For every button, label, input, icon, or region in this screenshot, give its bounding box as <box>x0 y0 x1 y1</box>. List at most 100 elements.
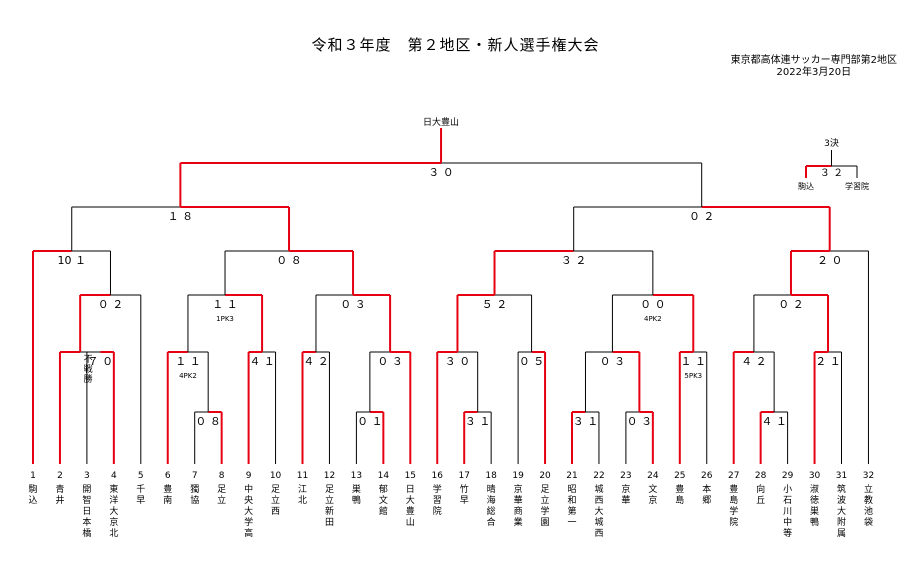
team-name: 波 <box>837 494 846 506</box>
team-name: 日 <box>406 484 415 495</box>
team-number-21: 21 <box>566 471 577 481</box>
team-name: 筑 <box>837 483 846 495</box>
team-number-9: 9 <box>246 471 252 481</box>
match-score-r1a: 戦 <box>84 363 93 375</box>
team-name: 華 <box>621 494 630 506</box>
team-name: 袋 <box>864 516 873 528</box>
team-number-13: 13 <box>351 471 362 481</box>
match-score-r1c: ４ １ <box>249 355 275 368</box>
match-score-p5: ３ １ <box>573 415 599 428</box>
team-name: 豊 <box>675 483 684 495</box>
team-name: 足 <box>271 484 280 495</box>
team-name: 華 <box>514 494 523 506</box>
team-name: 東 <box>109 483 118 495</box>
team-name: 中 <box>783 516 792 528</box>
team-name: 本 <box>702 483 711 495</box>
pk-note-r2b: 1PK3 <box>216 315 234 323</box>
team-name: 池 <box>864 505 873 517</box>
match-score-r2f: ０ ２ <box>778 298 804 311</box>
team-name: 鴨 <box>352 494 361 506</box>
team-name: 文 <box>379 494 388 506</box>
team-name: 西 <box>271 506 280 517</box>
team-name: 立 <box>325 494 334 506</box>
team-name: 園 <box>541 517 550 528</box>
team-name: 込 <box>28 495 37 506</box>
team-name: 学 <box>541 505 550 517</box>
team-name: 央 <box>244 494 253 506</box>
team-name: 智 <box>82 494 91 506</box>
match-score-r2d: ５ ２ <box>482 298 508 311</box>
organizer-info: 東京都高体連サッカー専門部第2地区 2022年3月20日 <box>731 55 897 79</box>
team-number-22: 22 <box>593 471 604 481</box>
match-score-sf2: ０ ２ <box>689 210 715 223</box>
team-name: 井 <box>55 494 64 506</box>
champion-name: 日大豊山 <box>423 116 459 128</box>
team-name: 昭 <box>567 484 576 495</box>
team-name: 洋 <box>109 494 118 506</box>
team-number-30: 30 <box>809 471 821 481</box>
team-name: 豊 <box>163 483 172 495</box>
team-name: 早 <box>460 495 469 506</box>
team-number-28: 28 <box>755 471 767 481</box>
team-name: 京 <box>648 494 657 506</box>
team-name: 鴨 <box>810 516 819 528</box>
team-number-27: 27 <box>728 471 739 481</box>
team-number-32: 32 <box>863 471 874 481</box>
match-score-r1d: ４ ２ <box>303 355 329 368</box>
team-name: 大 <box>837 505 846 517</box>
team-name: 川 <box>783 507 792 517</box>
team-number-8: 8 <box>219 471 225 481</box>
team-name: 習 <box>433 495 442 506</box>
team-name: 北 <box>298 495 307 506</box>
team-name: 小 <box>783 484 792 495</box>
pk-note-r1b: 4PK2 <box>179 372 197 380</box>
team-name: 石 <box>783 496 792 506</box>
team-name: 院 <box>433 505 442 517</box>
team-name: 向 <box>756 483 765 495</box>
team-name: 館 <box>379 505 388 517</box>
team-name: 丘 <box>756 495 765 506</box>
team-name: 淑 <box>810 483 819 495</box>
team-name: 学 <box>729 505 738 517</box>
match-score-r1a: 不 <box>84 354 93 365</box>
team-name: 新 <box>325 505 334 517</box>
match-score-final: ３ ０ <box>428 166 454 179</box>
team-name: 橋 <box>82 527 91 539</box>
team-number-12: 12 <box>324 471 335 481</box>
team-name: 豊 <box>729 483 738 495</box>
organizer-name: 東京都高体連サッカー専門部第2地区 <box>730 55 897 66</box>
team-number-4: 4 <box>111 471 117 481</box>
team-number-17: 17 <box>458 471 469 481</box>
team-name: 協 <box>190 494 199 506</box>
team-name: 田 <box>325 517 334 528</box>
team-name: 北 <box>109 528 118 539</box>
match-score-p2: ０ ８ <box>195 415 221 428</box>
team-number-5: 5 <box>138 471 144 481</box>
team-name: 商 <box>514 505 523 517</box>
team-name: 西 <box>594 495 603 506</box>
match-score-r1j: ４ ２ <box>741 355 767 368</box>
team-name: 教 <box>864 494 873 506</box>
team-number-24: 24 <box>647 471 659 481</box>
team-name: 島 <box>675 494 684 506</box>
team-name: 城 <box>594 517 603 528</box>
team-name: 立 <box>217 494 226 506</box>
third-place-label: 3決 <box>824 137 839 149</box>
team-name: 学 <box>433 483 442 495</box>
team-number-26: 26 <box>701 471 713 481</box>
match-score-p3: ０ １ <box>357 415 383 428</box>
team-name: 等 <box>783 527 792 539</box>
team-name: 豊 <box>406 505 415 517</box>
team-name: 京 <box>109 516 118 528</box>
team-name: 獨 <box>190 484 199 495</box>
team-name: 立 <box>271 494 280 506</box>
team-name: 晴 <box>487 483 496 495</box>
pk-note-r2e: 4PK2 <box>644 315 662 323</box>
team-number-29: 29 <box>782 471 794 481</box>
match-score-r1a: 勝 <box>84 373 93 385</box>
team-name: 郷 <box>702 495 711 506</box>
team-name: 足 <box>325 484 334 495</box>
team-number-20: 20 <box>539 471 551 481</box>
team-name: 駒 <box>28 483 37 495</box>
